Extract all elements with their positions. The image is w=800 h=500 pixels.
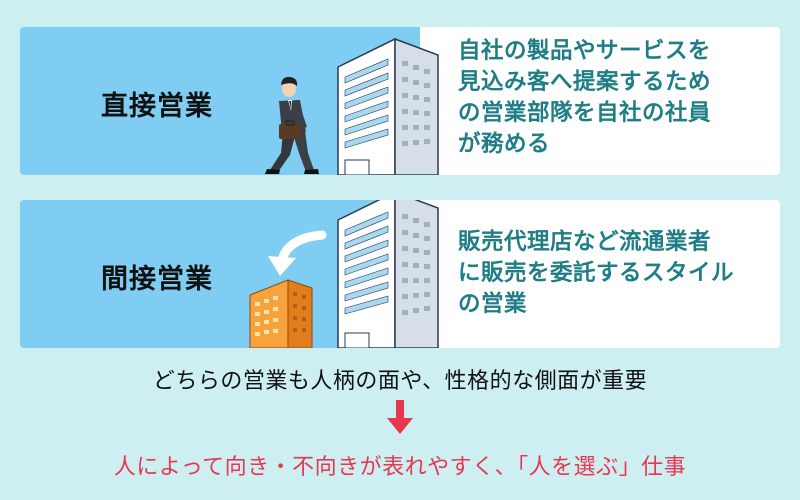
description-line: が務める: [458, 131, 551, 157]
office-building-icon: [337, 200, 439, 348]
indirect-sales-panel: 間接営業: [20, 200, 780, 348]
description-line: に販売を委託するスタイル: [458, 260, 735, 286]
direct-sales-label: 直接営業: [101, 91, 213, 122]
direct-sales-panel: 直接営業: [20, 27, 780, 175]
direct-sales-description-area: [420, 27, 780, 175]
direct-sales-description: 自社の製品やサービスを 見込み客へ提案するため の営業部隊を自社の社員 が務める: [458, 36, 758, 160]
curved-arrow-icon: [268, 230, 327, 276]
description-line: 見込み客へ提案するため: [458, 69, 712, 95]
direct-sales-illustration: [265, 37, 439, 175]
description-line: 販売代理店など流通業者: [458, 229, 712, 255]
conclusion-text: 人によって向き・不向きが表れやすく、「人を選ぶ」仕事: [113, 455, 687, 480]
indirect-sales-illustration: [249, 200, 439, 348]
description-line: の営業部隊を自社の社員: [458, 100, 712, 126]
down-arrow-icon: [387, 400, 413, 434]
indirect-sales-description: 販売代理店など流通業者 に販売を委託するスタイル の営業: [458, 227, 758, 320]
indirect-sales-label: 間接営業: [101, 264, 213, 295]
summary-text: どちらの営業も人柄の面や、性格的な側面が重要: [152, 369, 648, 394]
description-line: 自社の製品やサービスを: [458, 38, 712, 64]
indirect-sales-description-area: [420, 200, 780, 348]
description-line: の営業: [458, 291, 528, 317]
businessman-walking-icon: [265, 76, 319, 174]
small-building-icon: [249, 279, 313, 348]
office-building-icon: [337, 37, 439, 175]
